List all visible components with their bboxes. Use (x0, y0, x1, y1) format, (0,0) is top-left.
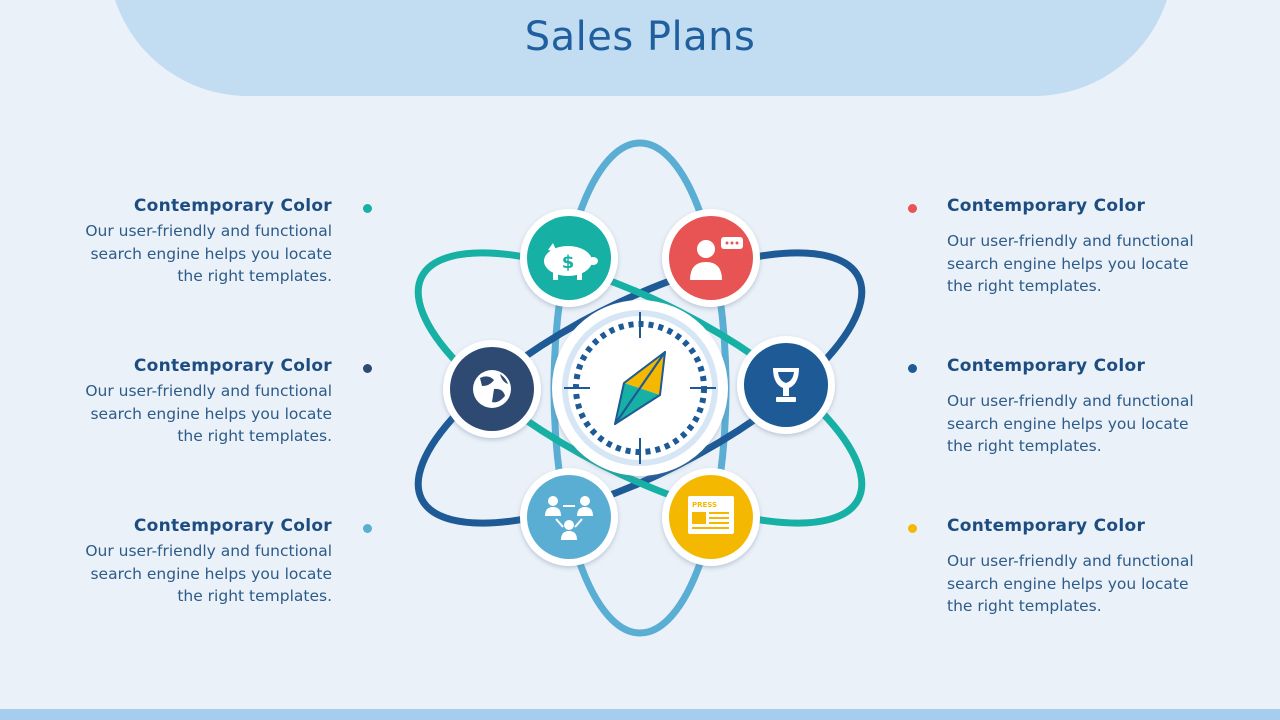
svg-text:$: $ (562, 252, 575, 273)
text-block-left-1: Contemporary Color Our user-friendly and… (72, 196, 332, 288)
block-body: Our user-friendly and functional search … (947, 552, 1194, 615)
text-block-right-2: Contemporary Color Our user-friendly and… (947, 356, 1207, 458)
team-icon (520, 468, 618, 566)
block-heading: Contemporary Color (133, 196, 332, 216)
block-body: Our user-friendly and functional search … (947, 232, 1194, 295)
bullet-dot (908, 364, 917, 373)
user-chat-icon (662, 209, 760, 307)
bottom-bar (0, 709, 1280, 720)
block-heading: Contemporary Color (133, 356, 332, 376)
text-block-left-2: Contemporary Color Our user-friendly and… (72, 356, 332, 448)
text-block-right-1: Contemporary Color Our user-friendly and… (947, 196, 1207, 298)
block-heading: Contemporary Color (947, 516, 1146, 536)
bullet-dot (363, 524, 372, 533)
title-banner (108, 0, 1174, 96)
block-body: Our user-friendly and functional search … (85, 382, 332, 445)
block-body: Our user-friendly and functional search … (85, 222, 332, 285)
bullet-dot (363, 204, 372, 213)
bullet-dot (363, 364, 372, 373)
press-label: PRESS (692, 501, 717, 509)
trophy-icon (737, 336, 835, 434)
piggy-bank-icon: $ (520, 209, 618, 307)
block-body: Our user-friendly and functional search … (85, 542, 332, 605)
block-heading: Contemporary Color (947, 356, 1146, 376)
text-block-right-3: Contemporary Color Our user-friendly and… (947, 516, 1207, 618)
block-body: Our user-friendly and functional search … (947, 392, 1194, 455)
bullet-dot (908, 524, 917, 533)
block-heading: Contemporary Color (947, 196, 1146, 216)
globe-icon (443, 340, 541, 438)
compass-icon (552, 300, 728, 476)
press-document-icon: PRESS (662, 468, 760, 566)
block-heading: Contemporary Color (133, 516, 332, 536)
bullet-dot (908, 204, 917, 213)
text-block-left-3: Contemporary Color Our user-friendly and… (72, 516, 332, 608)
slide-title: Sales Plans (524, 14, 756, 60)
